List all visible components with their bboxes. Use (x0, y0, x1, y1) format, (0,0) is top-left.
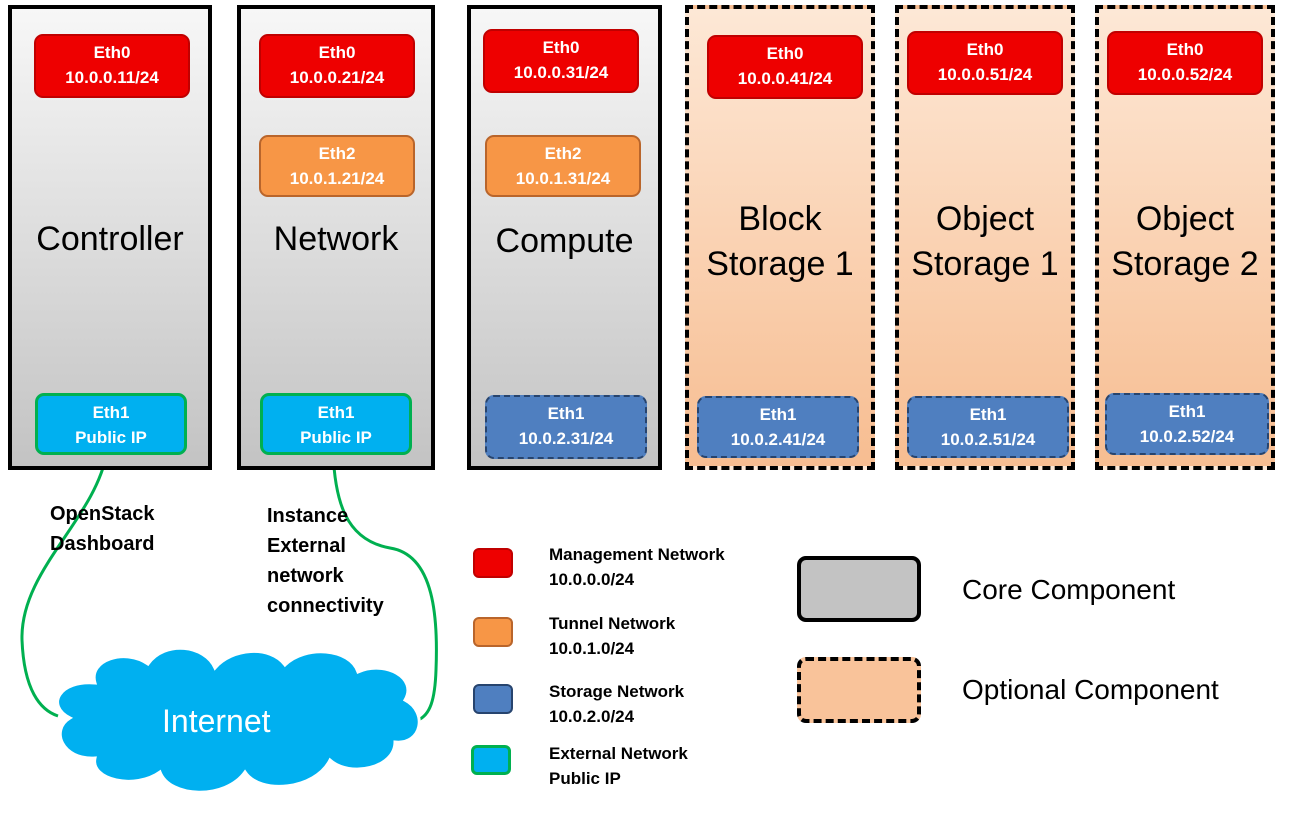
iface-address: Public IP (300, 428, 372, 447)
block-storage-1-node: Eth0 10.0.0.41/24 Block Storage 1 Eth1 1… (685, 5, 875, 470)
compute-node: Eth0 10.0.0.31/24 Eth2 10.0.1.31/24 Comp… (467, 5, 662, 470)
object-storage-2-title: Object Storage 2 (1099, 197, 1271, 287)
object-storage-2-eth0: Eth0 10.0.0.52/24 (1107, 31, 1263, 95)
dashboard-link-label: OpenStack Dashboard (50, 499, 154, 559)
network-eth0: Eth0 10.0.0.21/24 (259, 34, 415, 98)
iface-name: Eth1 (92, 403, 130, 422)
title-line-1: Object (1135, 200, 1235, 238)
legend-tunnel: Tunnel Network 10.0.1.0/24 (549, 611, 675, 661)
object-storage-1-eth0: Eth0 10.0.0.51/24 (907, 31, 1063, 95)
object-storage-1-node: Eth0 10.0.0.51/24 Object Storage 1 Eth1 … (895, 5, 1075, 470)
title-line-2: Storage 1 (706, 245, 854, 283)
legend-management: Management Network 10.0.0.0/24 (549, 542, 725, 592)
object-storage-2-eth1: Eth1 10.0.2.52/24 (1105, 393, 1269, 455)
iface-name: Eth1 (547, 404, 585, 423)
iface-name: Eth0 (93, 43, 131, 62)
legend-range: 10.0.2.0/24 (549, 707, 635, 726)
iface-name: Eth2 (544, 144, 582, 163)
network-eth1: Eth1 Public IP (260, 393, 412, 455)
iface-address: 10.0.0.51/24 (937, 65, 1033, 84)
legend-name: Tunnel Network (549, 614, 676, 633)
legend-management-swatch (473, 548, 513, 578)
iface-address: Public IP (75, 428, 147, 447)
core-component-swatch (797, 556, 921, 622)
iface-address: 10.0.0.21/24 (289, 68, 385, 87)
iface-name: Eth1 (969, 405, 1007, 424)
legend-range: Public IP (549, 769, 621, 788)
iface-name: Eth1 (759, 405, 797, 424)
compute-title: Compute (495, 222, 634, 260)
legend-name: External Network (549, 744, 688, 763)
legend-tunnel-swatch (473, 617, 513, 647)
block-storage-1-eth1: Eth1 10.0.2.41/24 (697, 396, 859, 458)
object-storage-2-node: Eth0 10.0.0.52/24 Object Storage 2 Eth1 … (1095, 5, 1275, 470)
title-line-2: Storage 2 (1111, 245, 1259, 283)
iface-name: Eth0 (318, 43, 356, 62)
legend-storage: Storage Network 10.0.2.0/24 (549, 679, 684, 729)
label-line: Instance (267, 505, 349, 527)
optional-component-swatch (797, 657, 921, 723)
iface-name: Eth2 (318, 144, 356, 163)
internet-cloud-icon (56, 646, 421, 794)
title-line-1: Object (935, 200, 1035, 238)
legend-storage-swatch (473, 684, 513, 714)
iface-name: Eth1 (317, 403, 355, 422)
object-storage-1-eth1: Eth1 10.0.2.51/24 (907, 396, 1069, 458)
network-node: Eth0 10.0.0.21/24 Eth2 10.0.1.21/24 Netw… (237, 5, 435, 470)
iface-address: 10.0.2.51/24 (940, 430, 1036, 449)
iface-address: 10.0.2.52/24 (1139, 427, 1235, 446)
controller-eth0: Eth0 10.0.0.11/24 (34, 34, 190, 98)
legend-name: Management Network (549, 545, 725, 564)
label-line: External (267, 535, 346, 557)
block-storage-1-title: Block Storage 1 (689, 197, 871, 287)
compute-eth1: Eth1 10.0.2.31/24 (485, 395, 647, 459)
instance-link-line (331, 451, 438, 722)
legend-external: External Network Public IP (549, 741, 688, 791)
network-eth2: Eth2 10.0.1.21/24 (259, 135, 415, 197)
iface-address: 10.0.2.41/24 (730, 430, 826, 449)
controller-eth1: Eth1 Public IP (35, 393, 187, 455)
object-storage-1-title: Object Storage 1 (899, 197, 1071, 287)
legend-range: 10.0.1.0/24 (549, 639, 635, 658)
optional-component-label: Optional Component (962, 674, 1219, 705)
internet-label: Internet (162, 703, 271, 739)
network-title: Network (273, 220, 399, 258)
dashboard-link-line (20, 451, 109, 718)
legend-range: 10.0.0.0/24 (549, 570, 635, 589)
iface-name: Eth0 (1166, 40, 1204, 59)
iface-address: 10.0.2.31/24 (518, 429, 614, 448)
iface-address: 10.0.0.31/24 (513, 63, 609, 82)
iface-address: 10.0.0.41/24 (737, 69, 833, 88)
iface-name: Eth0 (966, 40, 1004, 59)
block-storage-1-eth0: Eth0 10.0.0.41/24 (707, 35, 863, 99)
iface-name: Eth0 (542, 38, 580, 57)
iface-address: 10.0.0.11/24 (65, 68, 159, 87)
legend-name: Storage Network (549, 682, 685, 701)
controller-title: Controller (36, 220, 184, 258)
instance-link-label: Instance External network connectivity (267, 501, 384, 621)
compute-eth0: Eth0 10.0.0.31/24 (483, 29, 639, 93)
label-line: Dashboard (50, 533, 155, 555)
title-line-2: Storage 1 (911, 245, 1059, 283)
label-line: connectivity (267, 595, 384, 617)
iface-address: 10.0.0.52/24 (1137, 65, 1233, 84)
label-line: OpenStack (50, 503, 155, 525)
legend-external-swatch (471, 745, 511, 775)
iface-name: Eth1 (1168, 402, 1206, 421)
controller-node: Eth0 10.0.0.11/24 Controller Eth1 Public… (8, 5, 212, 470)
label-line: network (267, 565, 344, 587)
iface-name: Eth0 (766, 44, 804, 63)
iface-address: 10.0.1.31/24 (515, 169, 611, 188)
compute-eth2: Eth2 10.0.1.31/24 (485, 135, 641, 197)
title-line-1: Block (738, 200, 822, 238)
iface-address: 10.0.1.21/24 (289, 169, 385, 188)
core-component-label: Core Component (962, 574, 1176, 605)
